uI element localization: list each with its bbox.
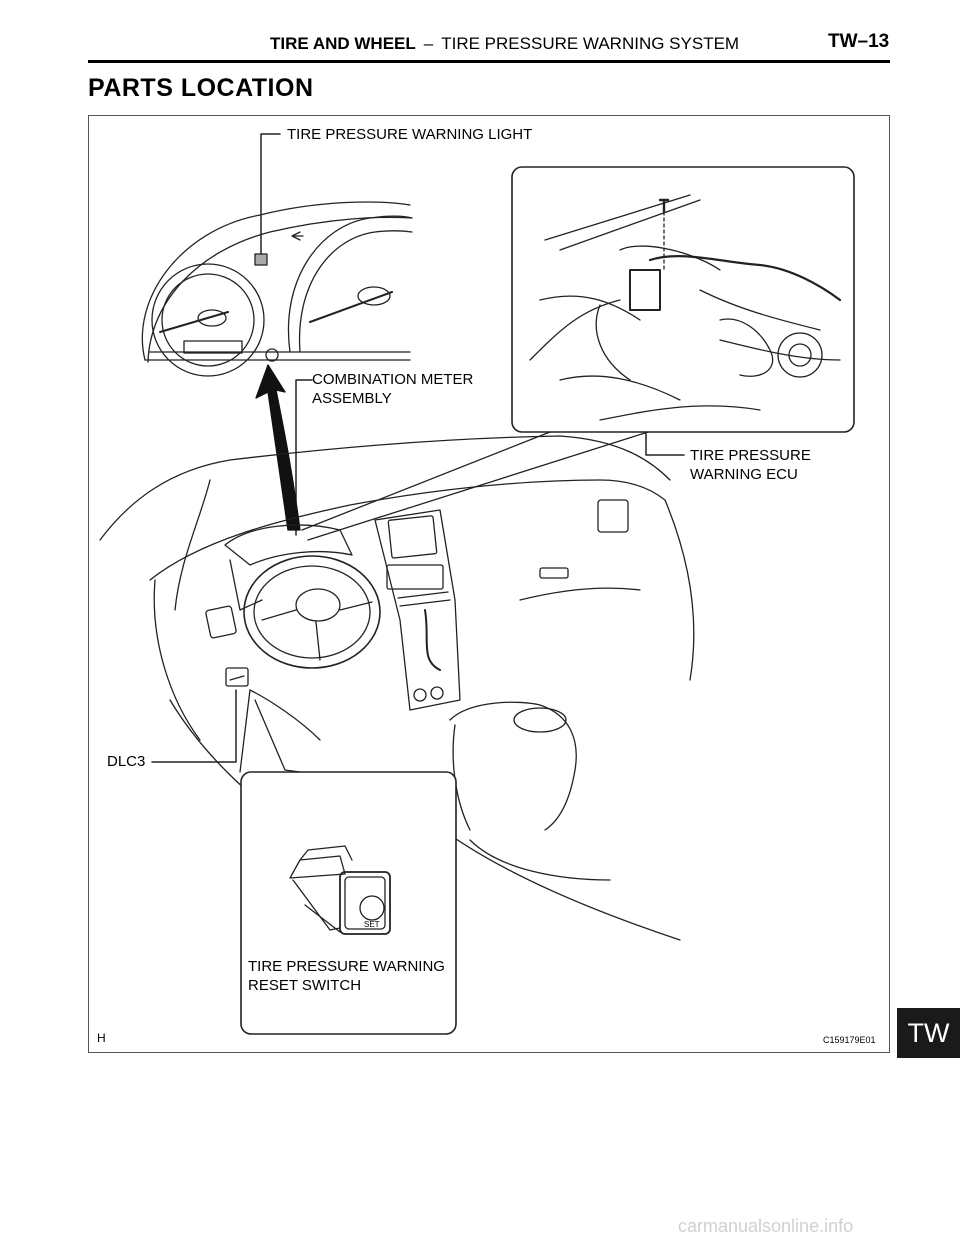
- figure-id: C159179E01: [823, 1035, 876, 1045]
- header-rule: [88, 60, 890, 63]
- header-subsection: TIRE PRESSURE WARNING SYSTEM: [441, 34, 740, 53]
- reset-switch-inset: [240, 771, 457, 1035]
- combination-meter-drawing: [141, 201, 413, 377]
- header-separator: –: [423, 34, 434, 53]
- illustration-frame: [88, 115, 890, 1053]
- section-tab: TW: [897, 1008, 960, 1058]
- label-dlc3: DLC3: [107, 753, 146, 770]
- ecu-inset: [511, 166, 855, 433]
- label-combination-meter: COMBINATION METER ASSEMBLY: [312, 371, 474, 407]
- page-number: TW–13: [828, 31, 890, 52]
- watermark: carmanualsonline.info: [678, 1216, 854, 1236]
- pointer-arrow: [255, 364, 301, 531]
- running-header: TIRE AND WHEEL–TIRE PRESSURE WARNING SYS…: [270, 34, 739, 54]
- header-section: TIRE AND WHEEL: [270, 34, 416, 53]
- label-warning-ecu: TIRE PRESSURE WARNING ECU: [690, 447, 811, 483]
- label-warning-light: TIRE PRESSURE WARNING LIGHT: [287, 126, 533, 143]
- page-title: PARTS LOCATION: [88, 74, 314, 102]
- dashboard-drawing: [99, 435, 695, 941]
- inset-connector: [301, 431, 649, 541]
- label-reset-switch: TIRE PRESSURE WARNING RESET SWITCH: [248, 958, 445, 994]
- h-mark: H: [97, 1031, 106, 1045]
- switch-set-text: SET: [364, 920, 380, 929]
